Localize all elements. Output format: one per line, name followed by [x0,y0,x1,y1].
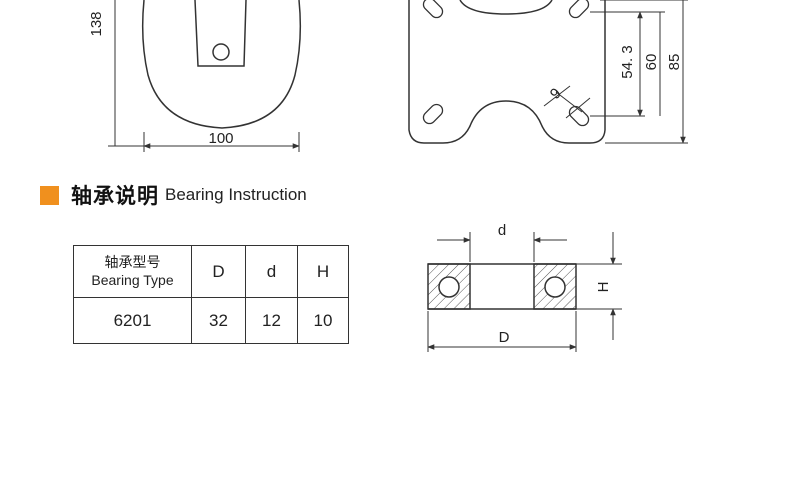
bracket-fork [194,0,247,67]
section-title-cn: 轴承说明 [71,184,159,208]
header-bearing-type: 轴承型号 Bearing Type [73,245,192,298]
wheel-width-dimension [143,132,300,152]
bearing-ball-right [544,276,566,298]
orange-square-icon [40,185,59,205]
bearing-ball-left [438,276,460,298]
plate-inner-label: 60 [643,54,660,71]
wheel-outline [141,0,302,129]
axle-hole [212,43,230,61]
wheel-height-dimension [108,0,148,147]
slot-width-label: 9 [547,85,565,103]
plate-dimensions [543,0,688,144]
header-outer-diameter: D [191,245,246,298]
wheel-width-label: 100 [208,130,233,147]
hole-pitch-label: 54. 3 [619,45,636,78]
cell-height: 10 [297,297,349,344]
table-row: 6201 32 12 10 [73,297,349,344]
wheel-height-label: 138 [88,11,105,36]
bearing-section [427,263,577,310]
header-inner-diameter: d [245,245,298,298]
header-type-cn: 轴承型号 [104,254,161,271]
bearing-table: 轴承型号 Bearing Type D d H 6201 32 12 10 [73,245,349,344]
bearing-dimensions [427,232,622,352]
header-height: H [297,245,349,298]
bearing-height-label: H [595,282,612,293]
plate-outer-label: 85 [666,54,683,71]
section-title-en: Bearing Instruction [165,185,307,204]
cell-inner-diameter: 12 [245,297,298,344]
wheel-side-view [141,0,302,129]
cell-bearing-type: 6201 [73,297,192,344]
cell-outer-diameter: 32 [191,297,246,344]
table-header-row: 轴承型号 Bearing Type D d H [73,245,349,298]
header-type-en: Bearing Type [91,271,174,288]
bearing-inner-label: d [498,222,506,239]
bearing-section-heading: 轴承说明 Bearing Instruction [40,181,307,209]
mounting-plate [408,0,606,144]
mounting-slots [422,0,590,127]
bearing-outer-label: D [499,329,510,346]
